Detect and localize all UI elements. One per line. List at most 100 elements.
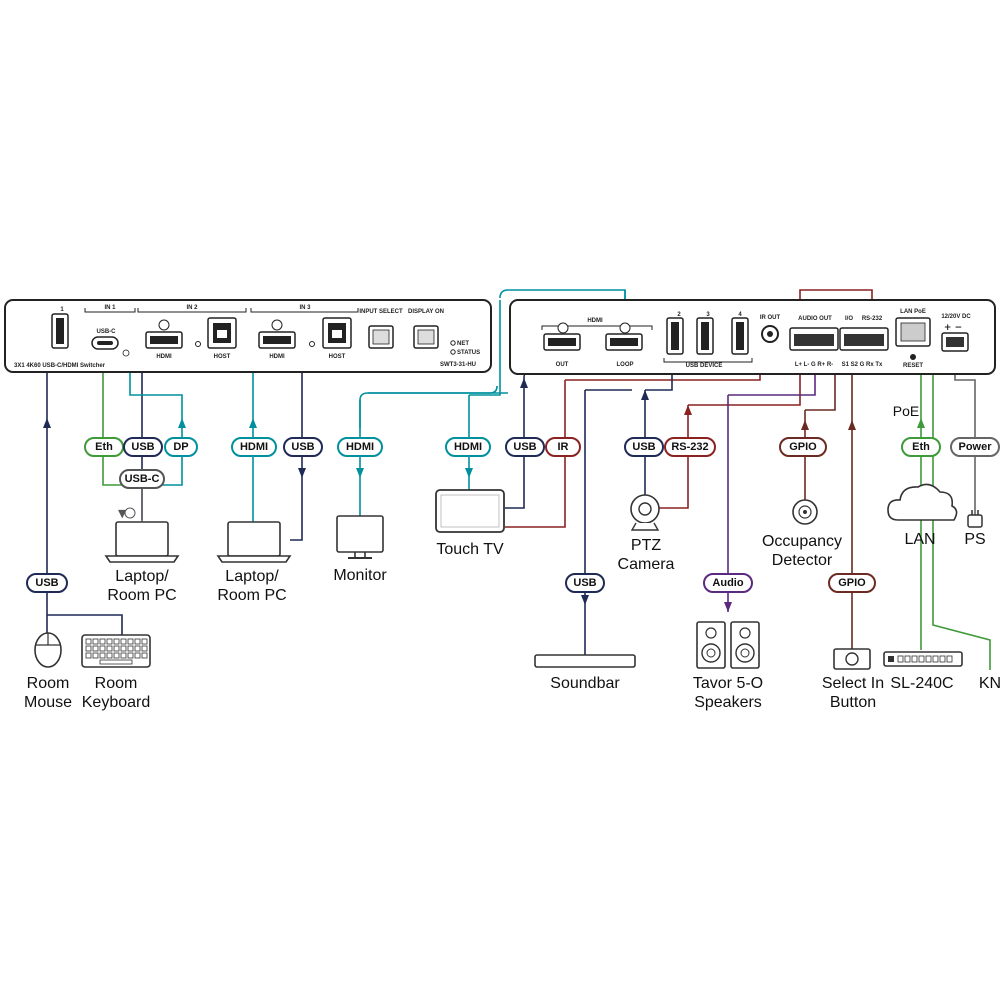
svg-text:USB: USB: [131, 441, 154, 453]
label-port-2: 2: [677, 312, 681, 318]
charge-icon: [124, 507, 136, 519]
touch-tv-icon: [435, 489, 505, 533]
keyboard-key: [106, 638, 113, 645]
keyboard-key: [113, 645, 120, 652]
label-input-select: INPUT SELECT: [359, 309, 403, 315]
label-out: OUT: [556, 362, 569, 368]
label-dc: 12/20V DC: [941, 314, 971, 320]
lan-cloud-icon: [887, 483, 958, 521]
speakers-label-l2: Speakers: [694, 694, 762, 711]
ps-label: PS: [964, 531, 985, 548]
keyboard-key: [141, 638, 148, 645]
label-port-4: 4: [738, 312, 742, 318]
badge-usb-soundbar: USB: [565, 573, 605, 593]
rear-panel: HDMI OUT LOOP 2 3 4 USB DEVICE IR OUT AU…: [509, 299, 996, 375]
laptop-1-label-l1: Laptop/: [115, 568, 169, 585]
label-hdmi-in3: HDMI: [269, 354, 285, 360]
laptop-1-label-l2: Room PC: [107, 587, 176, 604]
io-pin-labels: S1 S2 G Rx Tx: [842, 362, 883, 368]
keyboard-key: [134, 645, 141, 652]
info-icon: [122, 349, 130, 357]
badge-usb-c-laptop: USB-C: [119, 469, 165, 489]
audio-pin-labels: L+ L- G R+ R-: [795, 362, 833, 368]
keyboard-key: [85, 638, 92, 645]
speakers-icon: [696, 621, 760, 669]
poe-label: PoE: [893, 403, 919, 419]
keyboard-key: [141, 645, 148, 652]
sl240c-key: [904, 655, 911, 663]
label-in1: IN 1: [104, 305, 116, 311]
laptop-2-label-l1: Laptop/: [225, 568, 279, 585]
keyboard-key: [134, 652, 141, 659]
sl240c-key: [925, 655, 932, 663]
label-port-3: 3: [706, 312, 710, 318]
badge-dp-laptop: DP: [164, 437, 198, 457]
svg-text:HDMI: HDMI: [240, 441, 268, 453]
keyboard-key: [113, 652, 120, 659]
touch-tv-label: Touch TV: [436, 541, 504, 558]
label-status: STATUS: [457, 350, 480, 356]
speakers-label-l1: Tavor 5-O: [693, 675, 763, 692]
badge-usb-laptop: USB: [123, 437, 163, 457]
keyboard-key: [120, 652, 127, 659]
keyboard-key: [127, 645, 134, 652]
keyboard-key: [92, 638, 99, 645]
sl240c-label: SL-240C: [890, 675, 953, 692]
select-button-label-l1: Select In: [822, 675, 884, 692]
switcher-model-label: 3X1 4K60 USB-C/HDMI Switcher: [14, 363, 106, 369]
switcher-model-code: SWT3-31-HU: [440, 362, 476, 368]
label-loop: LOOP: [616, 362, 633, 368]
keyboard-key: [134, 638, 141, 645]
keyboard-key: [99, 645, 106, 652]
badge-eth-lan: Eth: [901, 437, 941, 457]
badge-gpio-button: GPIO: [828, 573, 876, 593]
keyboard-label-l1: Room: [95, 675, 138, 692]
label-in3: IN 3: [299, 305, 311, 311]
svg-text:Power: Power: [958, 441, 992, 453]
switcher-panel: IN 1 IN 2 IN 3 1 USB-C HDMI HOST HDMI H: [4, 299, 492, 373]
label-io: I/O: [845, 316, 853, 322]
keyboard-key: [127, 638, 134, 645]
svg-text:Eth: Eth: [912, 441, 930, 453]
ptz-label-l2: Camera: [618, 556, 675, 573]
keyboard-key: [106, 652, 113, 659]
badge-gpio-occupancy: GPIO: [779, 437, 827, 457]
label-rs232: RS-232: [862, 316, 883, 322]
badges: USB Eth USB DP USB-C HDMI USB HDMI: [26, 437, 1000, 593]
label-reset: RESET: [903, 363, 923, 369]
label-ir-out: IR OUT: [760, 315, 781, 321]
warning-icon: ▼: [118, 507, 127, 520]
badge-usb-laptop2: USB: [283, 437, 323, 457]
lan-label: LAN: [904, 531, 935, 548]
room-keyboard-icon: [81, 634, 151, 668]
sl240c-icon: [883, 651, 963, 667]
keyboard-key: [120, 645, 127, 652]
label-rear-hdmi: HDMI: [587, 318, 603, 324]
badge-power: Power: [950, 437, 1000, 457]
badge-rs232-camera: RS-232: [664, 437, 716, 457]
label-host-in3: HOST: [329, 354, 346, 360]
label-audio-out: AUDIO OUT: [798, 316, 832, 322]
sl240c-key: [939, 655, 946, 663]
badge-eth-laptop: Eth: [84, 437, 124, 457]
svg-text:GPIO: GPIO: [838, 577, 866, 589]
power-supply-icon: [967, 510, 983, 528]
ptz-camera-icon: [630, 494, 660, 531]
badge-audio-speakers: Audio: [703, 573, 753, 593]
svg-text:USB: USB: [573, 577, 596, 589]
svg-text:Eth: Eth: [95, 441, 113, 453]
svg-text:DP: DP: [173, 441, 188, 453]
label-lan-poe: LAN PoE: [900, 309, 926, 315]
label-net: NET: [457, 341, 469, 347]
reset-button[interactable]: [910, 354, 916, 360]
keyboard-key: [99, 652, 106, 659]
svg-text:GPIO: GPIO: [789, 441, 817, 453]
svg-text:HDMI: HDMI: [454, 441, 482, 453]
mouse-label-l2: Mouse: [24, 694, 72, 711]
svg-text:USB: USB: [291, 441, 314, 453]
occupancy-label-l2: Detector: [772, 552, 833, 569]
label-display-on: DISPLAY ON: [408, 309, 444, 315]
select-button-label-l2: Button: [830, 694, 876, 711]
laptop-2-label-l2: Room PC: [217, 587, 286, 604]
